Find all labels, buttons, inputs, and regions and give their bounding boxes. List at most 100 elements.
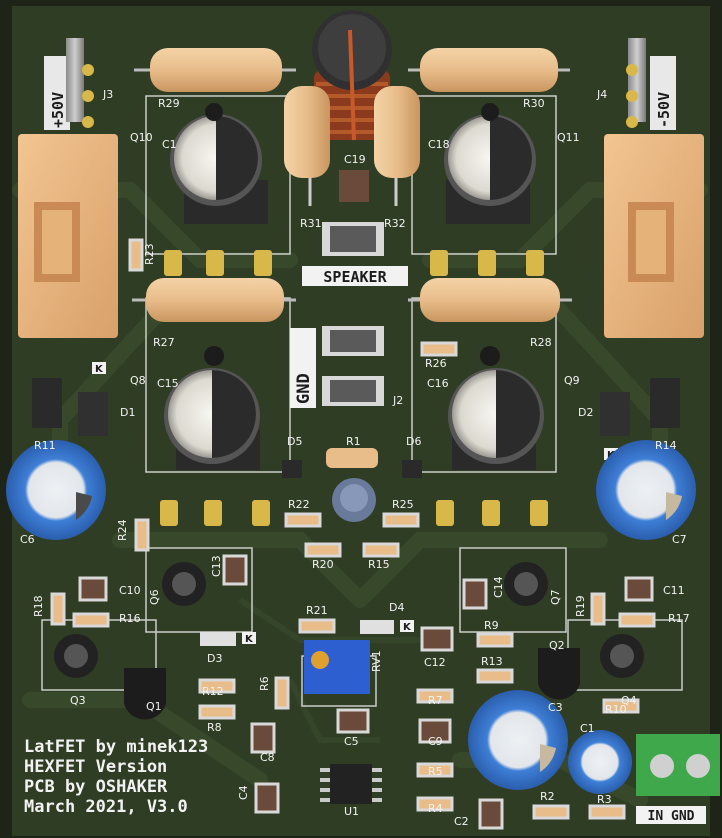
label-in-gnd: IN GND <box>648 809 695 824</box>
ref-r27: R27 <box>153 336 175 349</box>
resistor-r11 <box>32 378 62 428</box>
transistor-q4 <box>600 634 644 678</box>
diode-d5 <box>282 460 302 478</box>
resistor-r27 <box>132 278 296 322</box>
ref-r5: R5 <box>428 765 443 778</box>
resistor-r14 <box>650 378 680 428</box>
ref-c3: C3 <box>548 701 563 714</box>
ref-c5: C5 <box>344 735 359 748</box>
ref-r11: R11 <box>34 439 56 452</box>
ref-c9: C9 <box>428 735 443 748</box>
ref-r14: R14 <box>655 439 677 452</box>
ref-u1: U1 <box>344 805 359 818</box>
ref-r19: R19 <box>574 595 587 617</box>
ref-r12: R12 <box>202 685 224 698</box>
ref-q10: Q10 <box>130 131 153 144</box>
ref-rv1: RV1 <box>370 650 383 672</box>
ref-q2: Q2 <box>549 639 565 652</box>
cathode-mark-d3: K <box>245 634 254 645</box>
ref-r2: R2 <box>540 790 555 803</box>
ref-r3: R3 <box>597 793 612 806</box>
capacitor-c15 <box>164 368 260 470</box>
ref-c18: C18 <box>428 138 450 151</box>
speaker-connector <box>322 222 384 256</box>
credit-line-4: March 2021, V3.0 <box>24 797 188 817</box>
ref-r7: R7 <box>428 694 443 707</box>
ref-c13: C13 <box>210 555 223 577</box>
ref-q4: Q4 <box>621 694 637 707</box>
resistor-r31 <box>284 86 330 206</box>
resistor-r30 <box>408 48 570 92</box>
ref-r21: R21 <box>306 604 328 617</box>
diode-d1 <box>78 392 108 436</box>
ref-r25: R25 <box>392 498 414 511</box>
credits-text: LatFET by minek123 HEXFET Version PCB by… <box>24 737 208 817</box>
ref-r17: R17 <box>668 612 690 625</box>
ref-c14: C14 <box>492 576 505 598</box>
label-plus50v: +50V <box>49 92 67 128</box>
smd-capacitors <box>78 554 654 830</box>
ref-c8: C8 <box>260 751 275 764</box>
ref-d3: D3 <box>207 652 222 665</box>
ref-r13: R13 <box>481 655 503 668</box>
label-gnd: GND <box>294 373 314 404</box>
ref-c6: C6 <box>20 533 35 546</box>
ref-r4: R4 <box>428 802 443 815</box>
trimmer-rv1 <box>304 640 370 694</box>
gnd-connector-top <box>322 326 384 356</box>
ref-d1: D1 <box>120 406 135 419</box>
ref-j2: J2 <box>392 394 403 407</box>
ref-r23: R23 <box>143 243 156 265</box>
ref-r22: R22 <box>288 498 310 511</box>
ref-c4: C4 <box>237 785 250 800</box>
label-speaker: SPEAKER <box>323 268 387 286</box>
resistor-r28 <box>408 278 572 322</box>
ref-q8: Q8 <box>130 374 146 387</box>
transistor-q6 <box>162 562 206 606</box>
transistor-pads <box>160 250 548 526</box>
cathode-mark-d1: K <box>95 364 104 375</box>
ref-c16: C16 <box>427 377 449 390</box>
gnd-connector-j2 <box>322 376 384 406</box>
ref-c7: C7 <box>672 533 687 546</box>
ref-d5: D5 <box>287 435 302 448</box>
credit-line-3: PCB by OSHAKER <box>24 777 168 797</box>
ref-r1: R1 <box>346 435 361 448</box>
ref-c1: C1 <box>580 722 595 735</box>
cathode-mark-d4: K <box>403 622 412 633</box>
diode-d3 <box>200 632 236 646</box>
ref-q1: Q1 <box>146 700 162 713</box>
ref-r8: R8 <box>207 721 222 734</box>
transistor-q7 <box>504 562 548 606</box>
resistor-r29 <box>134 48 296 92</box>
ref-r18: R18 <box>32 595 45 617</box>
ref-r16: R16 <box>119 612 141 625</box>
transistor-q1 <box>124 668 166 720</box>
label-minus50v: -50V <box>655 92 673 128</box>
ref-q11: Q11 <box>557 131 580 144</box>
ref-r28: R28 <box>530 336 552 349</box>
smd-resistors <box>50 238 656 820</box>
ref-r10: R10 <box>605 703 627 716</box>
ref-q6: Q6 <box>148 589 161 605</box>
opamp-u1 <box>320 764 382 804</box>
input-terminal-block <box>636 734 720 796</box>
ref-r15: R15 <box>368 558 390 571</box>
power-connector-j4 <box>626 38 676 130</box>
ref-q7: Q7 <box>549 589 562 605</box>
ref-d6: D6 <box>406 435 421 448</box>
ref-r24: R24 <box>116 519 129 541</box>
credit-line-1: LatFET by minek123 <box>24 737 208 757</box>
ref-r31: R31 <box>300 217 322 230</box>
ref-c15: C15 <box>157 377 179 390</box>
capacitor-c16 <box>448 368 544 470</box>
capacitor-c19 <box>339 170 369 202</box>
ref-r29: R29 <box>158 97 180 110</box>
diode-d6 <box>402 460 422 478</box>
fuse-holder-left <box>18 134 118 338</box>
ref-c12: C12 <box>424 656 446 669</box>
diode-d2 <box>600 392 630 436</box>
capacitor-c1 <box>568 730 632 794</box>
